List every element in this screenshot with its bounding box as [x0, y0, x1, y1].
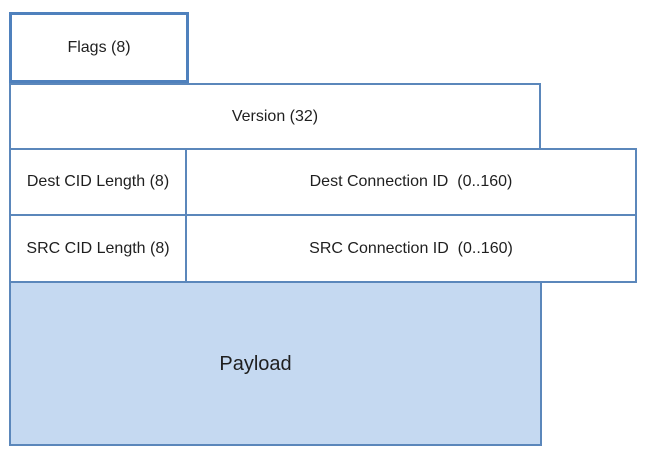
field-box-payload: Payload — [9, 281, 542, 446]
field-box-dest-connection-id: Dest Connection ID (0..160) — [185, 148, 637, 216]
field-label-dest-cid-length: Dest CID Length (8) — [26, 173, 170, 191]
field-box-version: Version (32) — [9, 83, 541, 150]
field-label-src-cid-length: SRC CID Length (8) — [26, 239, 170, 257]
field-label-version: Version (32) — [231, 107, 319, 125]
field-label-src-connection-id: SRC Connection ID (0..160) — [309, 239, 513, 257]
field-label-payload: Payload — [219, 352, 292, 375]
field-label-flags: Flags (8) — [67, 38, 131, 56]
field-label-dest-connection-id: Dest Connection ID (0..160) — [309, 173, 513, 191]
field-box-dest-cid-length: Dest CID Length (8) — [9, 148, 187, 216]
field-box-src-cid-length: SRC CID Length (8) — [9, 214, 187, 283]
field-box-flags: Flags (8) — [9, 12, 189, 83]
field-box-src-connection-id: SRC Connection ID (0..160) — [185, 214, 637, 283]
